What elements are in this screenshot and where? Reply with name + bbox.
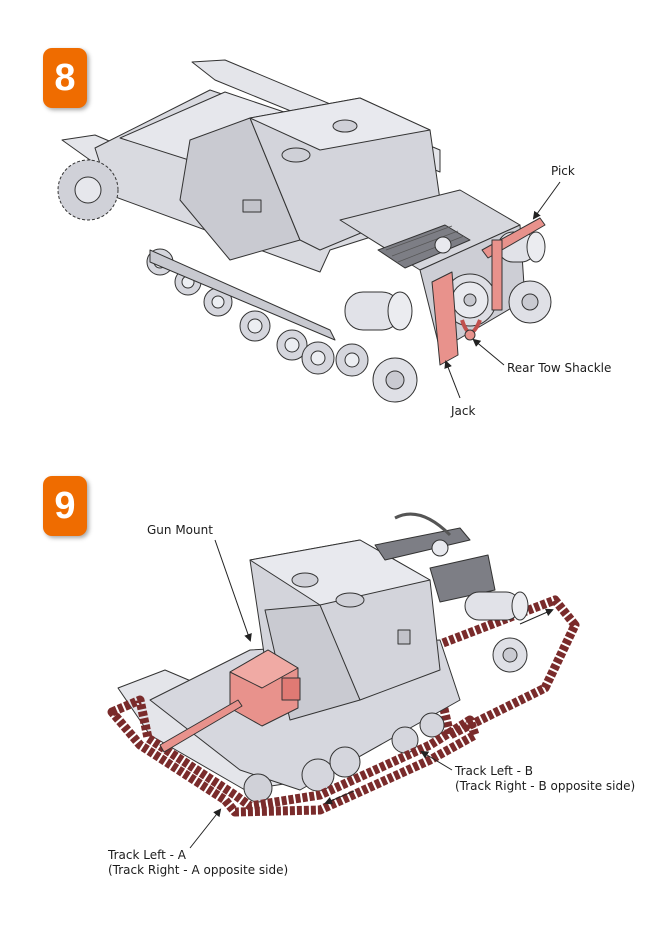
gun-mount-leader: [214, 539, 252, 642]
step-9-badge: 9: [43, 476, 87, 536]
track-left-b-leader-2: [324, 790, 355, 805]
track-right-a-line: (Track Right - A opposite side): [108, 863, 289, 877]
step-8-tank-illustration: [57, 59, 552, 403]
step-9-tank-illustration: [107, 512, 580, 817]
track-left-b-line: Track Left - B: [455, 764, 533, 778]
jack-label: Jack: [451, 404, 476, 418]
pick-leader: [532, 181, 561, 220]
track-left-a-line: Track Left - A: [108, 848, 186, 862]
pick-label: Pick: [551, 164, 575, 178]
track-left-a-label: Track Left - A (Track Right - A opposite…: [108, 848, 288, 878]
track-left-b-leader-1: [420, 750, 453, 771]
rear-tow-shackle-label: Rear Tow Shackle: [507, 361, 612, 375]
step-8-badge: 8: [43, 48, 87, 108]
track-right-leader: [519, 608, 554, 625]
track-right-b-line: (Track Right - B opposite side): [455, 779, 636, 793]
track-left-a-leader: [189, 808, 222, 849]
rear-tow-shackle-leader: [472, 338, 505, 366]
gun-mount-label: Gun Mount: [147, 523, 213, 537]
track-left-b-label: Track Left - B (Track Right - B opposite…: [455, 764, 635, 794]
jack-leader: [444, 360, 461, 399]
